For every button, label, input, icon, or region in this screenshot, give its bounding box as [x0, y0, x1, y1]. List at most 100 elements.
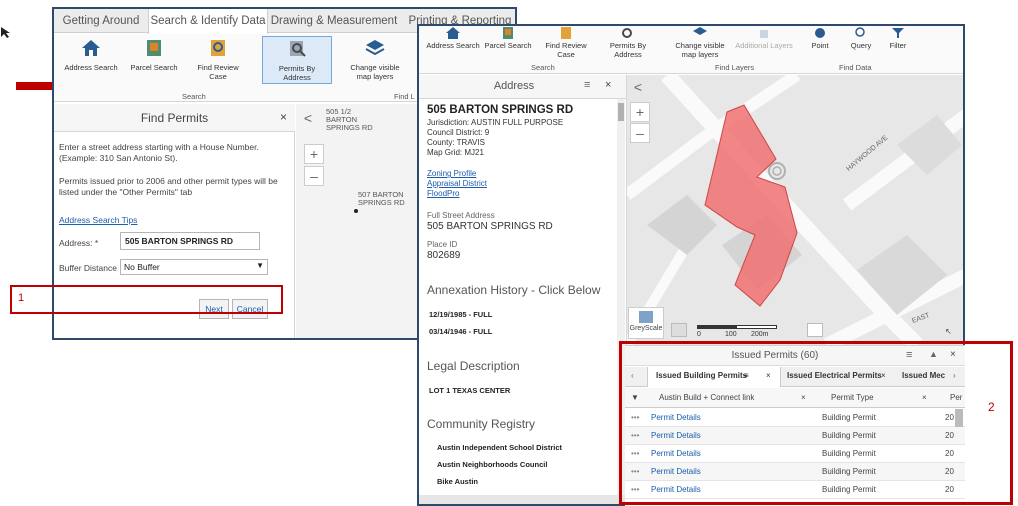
permit-type: Building Permit [822, 467, 876, 476]
note-text: Permits issued prior to 2006 and other p… [59, 176, 278, 197]
close-icon[interactable]: × [279, 110, 287, 124]
zoom-in-button[interactable]: + [630, 102, 650, 122]
greyscale-basemap-button[interactable]: GreyScale [628, 307, 664, 339]
close-icon[interactable]: × [922, 393, 927, 402]
collapse-icon[interactable]: ▲ [929, 349, 938, 359]
row-actions-icon[interactable]: ••• [631, 431, 640, 440]
address-search-tips-link[interactable]: Address Search Tips [59, 215, 138, 225]
row-actions-icon[interactable]: ••• [631, 449, 640, 458]
tab-getting-around[interactable]: Getting Around [62, 15, 140, 27]
parcel-search-button[interactable]: Parcel Search [126, 38, 182, 72]
zoning-profile-link[interactable]: Zoning Profile [427, 169, 477, 178]
close-icon[interactable]: × [950, 349, 956, 360]
address-scrollbar[interactable] [617, 99, 625, 504]
permits-by-address-button[interactable]: Permits By Address [262, 36, 332, 84]
legal-description-title: Legal Description [427, 359, 520, 373]
next-button[interactable]: Next [199, 299, 229, 319]
instructions-text: Enter a street address starting with a H… [59, 142, 259, 163]
floodpro-link[interactable]: FloodPro [427, 189, 460, 198]
info-icon [815, 28, 825, 38]
permit-details-link[interactable]: Permit Details [651, 431, 701, 440]
tab-issued-building-permits[interactable]: Issued Building Permits ≡ × [647, 367, 781, 387]
permits-by-label-2: Address [283, 73, 311, 82]
map-back-button[interactable]: < [303, 110, 313, 126]
col-header-type[interactable]: Permit Type [831, 393, 874, 402]
row-actions-icon[interactable]: ••• [631, 467, 640, 476]
tabs-scroll-right-icon[interactable]: › [953, 371, 956, 380]
annotation-number-1: 1 [18, 292, 25, 304]
overview-map-icon[interactable] [671, 323, 687, 337]
permit-details-link[interactable]: Permit Details [651, 413, 701, 422]
expand-icon[interactable]: ↖ [945, 327, 952, 336]
close-icon[interactable]: × [766, 371, 771, 380]
menu-icon[interactable]: ≡ [584, 79, 591, 91]
tab-search-identify[interactable]: Search & Identify Data [148, 9, 268, 34]
col-header-link[interactable]: Austin Build + Connect link [659, 393, 755, 402]
zoom-out-button[interactable]: – [304, 166, 324, 186]
cursor-icon [0, 26, 14, 45]
address-input[interactable]: 505 BARTON SPRINGS RD [120, 232, 260, 250]
label: Query [850, 41, 872, 50]
tab-drawing-measurement[interactable]: Drawing & Measurement [270, 15, 398, 27]
close-icon[interactable]: × [605, 79, 612, 91]
close-icon[interactable]: × [801, 393, 806, 402]
permit-details-link[interactable]: Permit Details [651, 467, 701, 476]
chevron-down-icon: ▼ [256, 261, 264, 270]
find-review-case-button[interactable]: Find Review Case [188, 38, 248, 81]
right-parcel-search-button[interactable]: Parcel Search [483, 27, 533, 50]
measure-icon[interactable] [807, 323, 823, 337]
row-actions-icon[interactable]: ••• [631, 485, 640, 494]
right-find-review-case-button[interactable]: Find Review Case [536, 27, 596, 59]
query-button[interactable]: Query [843, 27, 879, 50]
appraisal-district-link[interactable]: Appraisal District [427, 179, 488, 188]
filter-icon[interactable]: ▼ [631, 393, 639, 402]
annexation-entry[interactable]: 12/19/1985 - FULL [429, 310, 493, 319]
menu-icon[interactable]: ≡ [744, 371, 749, 380]
right-change-visible-layers-button[interactable]: Change visible map layers [671, 27, 729, 59]
filter-button[interactable]: Filter [883, 27, 913, 50]
zoom-out-button[interactable]: – [630, 123, 650, 143]
buffer-distance-select[interactable]: No Buffer ▼ [120, 259, 268, 275]
council-district-text: Council District: 9 [427, 128, 490, 137]
address-search-button[interactable]: Address Search [60, 38, 122, 72]
zoom-in-button[interactable]: + [304, 144, 324, 164]
tabs-scroll-left-icon[interactable]: ‹ [631, 371, 634, 380]
panel-footer-bar [419, 495, 626, 504]
permit-year: 20 [945, 431, 954, 440]
group-search-label: Search [531, 63, 555, 72]
right-map-view[interactable]: HAYWOOD AVE EAST < + – GreyScale 0 100 2… [627, 75, 963, 345]
additional-layers-button[interactable]: Additional Layers [733, 27, 795, 50]
right-address-search-button[interactable]: Address Search [423, 27, 483, 50]
label: Change visible [675, 41, 725, 50]
tab-issued-mechanical-permits[interactable]: Issued Mec [902, 371, 946, 380]
map-back-button[interactable]: < [633, 79, 643, 95]
col-header-year[interactable]: Per [950, 393, 963, 402]
table-scrollbar-thumb[interactable] [955, 409, 963, 427]
table-row: ••• Permit Details Building Permit 20 [625, 427, 965, 445]
tab-issued-electrical-permits[interactable]: Issued Electrical Permits [787, 371, 882, 380]
point-button[interactable]: Point [805, 27, 835, 50]
cancel-button[interactable]: Cancel [232, 299, 268, 319]
right-permits-by-address-button[interactable]: Permits By Address [605, 27, 651, 59]
permit-details-link[interactable]: Permit Details [651, 449, 701, 458]
change-visible-layers-button[interactable]: Change visible map layers [344, 38, 406, 81]
row-actions-icon[interactable]: ••• [631, 413, 640, 422]
permit-type: Building Permit [822, 485, 876, 494]
address-scrollbar-thumb[interactable] [618, 103, 624, 121]
review-case-icon [561, 27, 571, 39]
permit-details-link[interactable]: Permit Details [651, 485, 701, 494]
address-heading: 505 BARTON SPRINGS RD [427, 104, 574, 116]
annexation-entry[interactable]: 03/14/1946 - FULL [429, 327, 493, 336]
home-icon [446, 27, 460, 39]
scale-bar: 0 100 200m [697, 325, 807, 341]
right-map-background [627, 75, 963, 345]
address-panel: Address ≡ × 505 BARTON SPRINGS RD Jurisd… [419, 75, 627, 504]
menu-icon[interactable]: ≡ [906, 349, 913, 361]
close-icon[interactable]: × [881, 371, 886, 380]
label: Point [811, 41, 829, 50]
permit-tabs: ‹ Issued Building Permits ≡ × Issued Ele… [625, 367, 965, 387]
permit-year: 20 [945, 467, 954, 476]
